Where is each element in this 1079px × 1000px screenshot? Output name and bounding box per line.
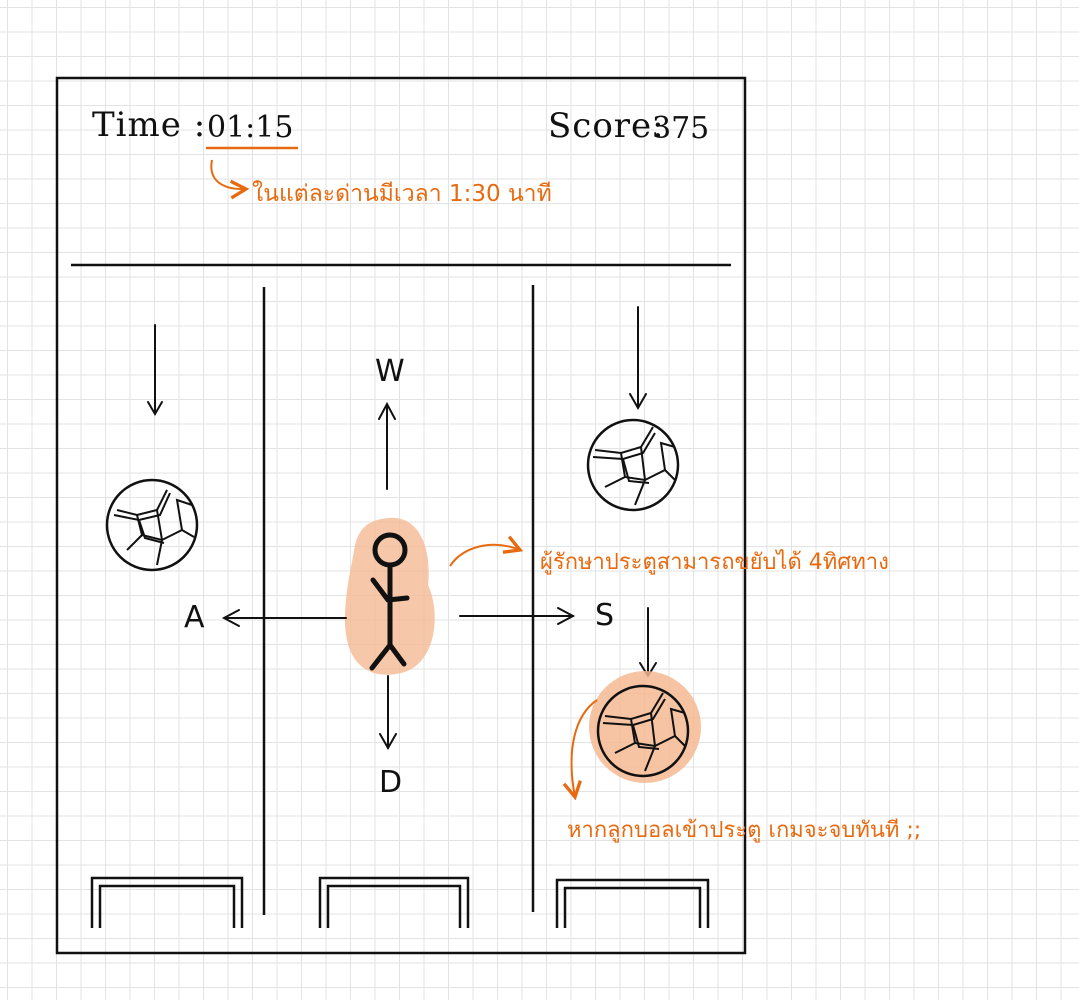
key-a[interactable]: A <box>184 600 205 635</box>
stick-figure-keeper-icon[interactable] <box>369 532 410 671</box>
time-label: Time : <box>92 105 207 145</box>
soccer-ball-icon <box>105 478 199 572</box>
move-right-arrow <box>459 607 576 625</box>
ball-note-arrow <box>572 699 598 797</box>
move-down-arrow <box>379 675 397 751</box>
key-d[interactable]: D <box>379 765 403 800</box>
fall-arrow-left <box>147 324 163 416</box>
fall-arrow-right-bottom <box>639 607 657 678</box>
soccer-ball-icon <box>586 418 680 512</box>
key-s[interactable]: S <box>595 598 615 633</box>
time-value: 01:15 <box>207 110 294 145</box>
score-label: Score: <box>548 106 665 146</box>
move-left-arrow <box>221 609 347 627</box>
ball-note: หากลูกบอลเข้าประตู เกมจะจบทันที ;; <box>567 818 922 843</box>
keeper-note-arrow <box>449 545 520 567</box>
fall-arrow-right-top <box>629 306 647 411</box>
time-note-arrow <box>210 159 246 189</box>
keeper-note: ผู้รักษาประตูสามารถขยับได้ 4ทิศทาง <box>540 550 889 575</box>
ball-highlight <box>589 671 701 783</box>
key-w[interactable]: W <box>375 354 405 389</box>
move-up-arrow <box>378 401 396 490</box>
goal-icon <box>555 878 710 928</box>
soccer-ball-icon <box>596 684 690 778</box>
score-value: 375 <box>652 111 710 146</box>
game-frame <box>55 76 747 955</box>
goal-icon <box>90 876 244 928</box>
goal-icon <box>318 876 470 928</box>
time-note: ในแต่ละด่านมีเวลา 1:30 นาที <box>252 181 552 207</box>
